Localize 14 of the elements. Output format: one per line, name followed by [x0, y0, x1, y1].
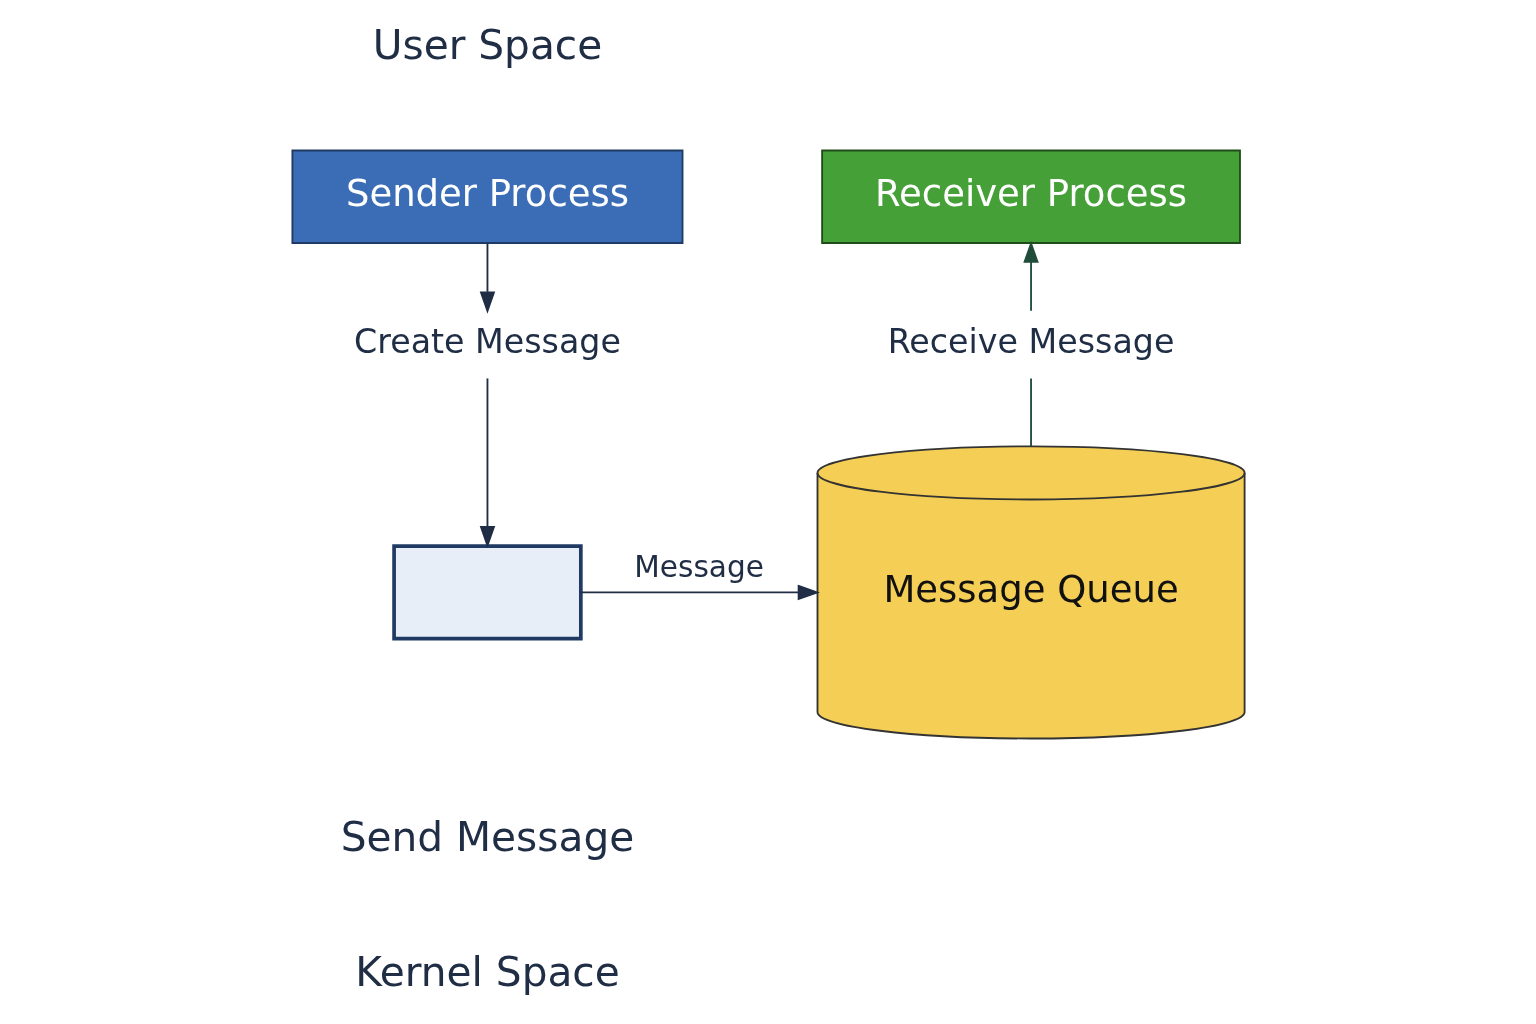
node-box: Receiver Process	[820, 149, 1241, 244]
node-box: Sender Process	[290, 149, 683, 244]
arrow	[479, 242, 495, 314]
node-text: Receive Message	[887, 321, 1174, 361]
node-envelope	[391, 544, 583, 641]
arrow	[1022, 240, 1039, 312]
arrow	[479, 377, 495, 549]
connector	[1029, 377, 1032, 447]
edge-label: Message	[633, 550, 764, 585]
label: Kernel Space	[354, 947, 620, 996]
label: Send Message	[340, 812, 634, 861]
arrow	[579, 584, 820, 601]
label: User Space	[372, 21, 602, 70]
node-text: Create Message	[353, 321, 621, 361]
